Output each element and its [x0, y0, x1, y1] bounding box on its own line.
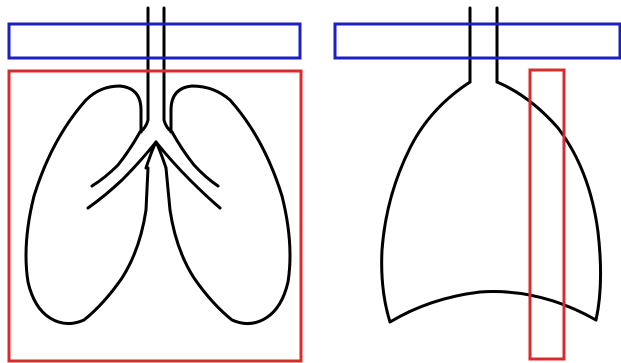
right-bronchus-upper: [172, 132, 218, 186]
left-bronchus-upper: [92, 132, 140, 186]
chest-cavity-outline: [382, 82, 601, 322]
right-lung: [166, 86, 290, 324]
right-panel: [335, 8, 620, 359]
left-lung: [26, 86, 148, 324]
left-panel: [9, 8, 301, 361]
left-red-large-box: [9, 71, 301, 361]
bronchi: [88, 132, 220, 208]
left-blue-horizontal-box: [9, 24, 300, 58]
right-blue-horizontal-box: [335, 24, 620, 58]
right-red-narrow-box: [530, 70, 564, 359]
trachea-carina: [146, 142, 166, 168]
